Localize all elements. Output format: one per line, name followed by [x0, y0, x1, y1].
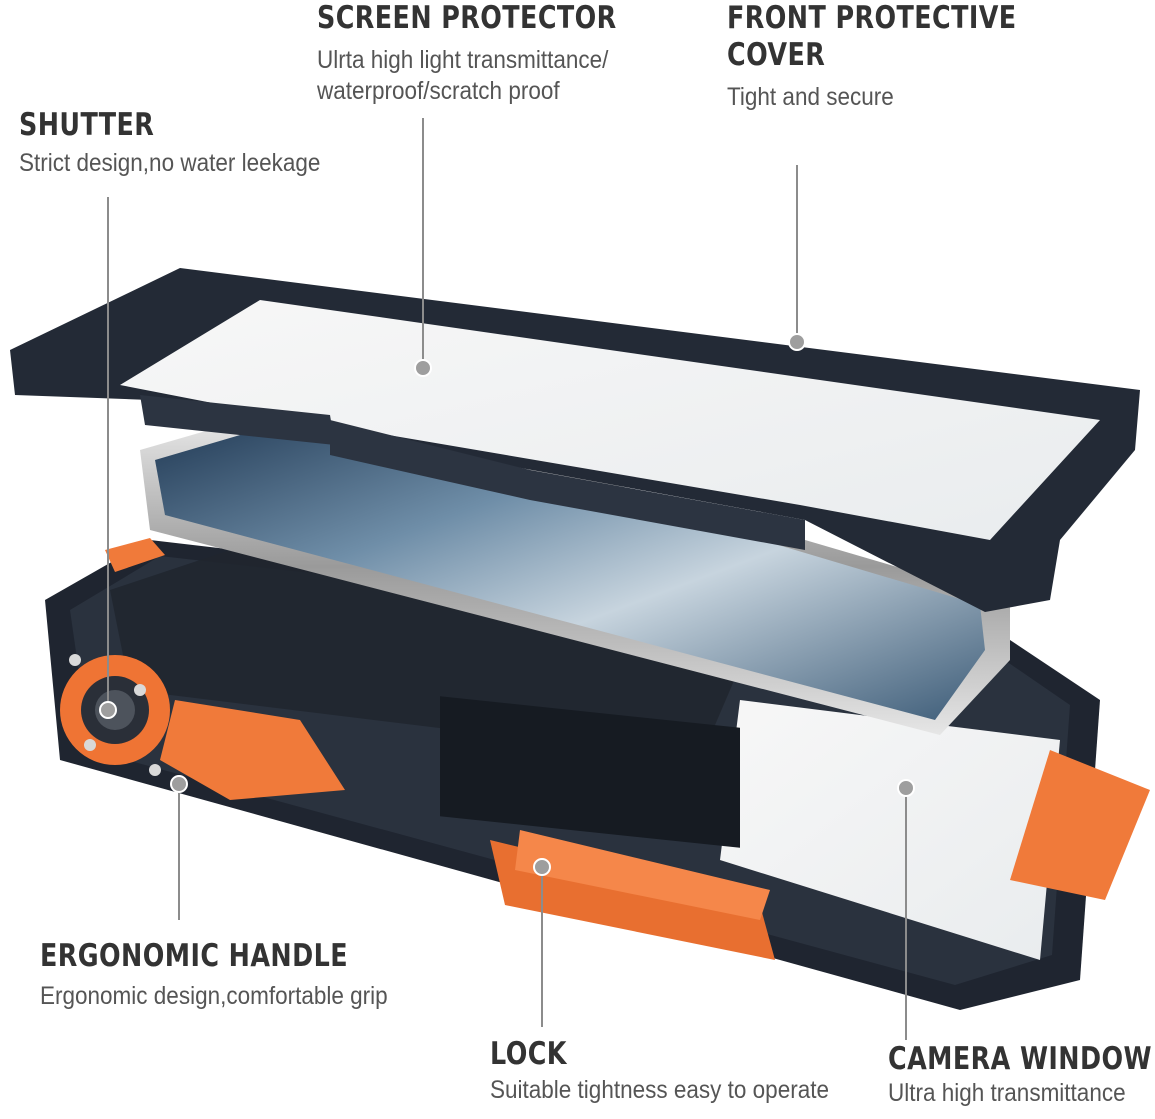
label-ergonomic-handle: ERGONOMIC HANDLE Ergonomic design,comfor…	[40, 938, 426, 1012]
lock-desc: Suitable tightness easy to operate	[490, 1076, 829, 1105]
latches	[105, 538, 1150, 960]
front-frame	[10, 268, 1140, 612]
camera-window-desc: Ultra high transmittance	[888, 1079, 1126, 1108]
shutter-desc: Strict design,no water leekage	[19, 149, 321, 178]
label-camera-window: CAMERA WINDOW Ultra high transmittance	[888, 1041, 1155, 1109]
front-cover-title-2: COVER	[727, 37, 826, 74]
phone	[140, 398, 1010, 735]
leader-lines	[107, 118, 907, 1040]
screen-protector-desc-2: waterproof/scratch proof	[317, 76, 560, 105]
label-front-cover: FRONT PROTECTIVE COVER Tight and secure	[727, 0, 1080, 113]
screen-protector-title: SCREEN PROTECTOR	[317, 0, 617, 36]
shutter-title: SHUTTER	[19, 107, 155, 143]
leader-dots	[99, 333, 915, 876]
label-shutter: SHUTTER Strict design,no water leekage	[19, 107, 354, 179]
label-screen-protector: SCREEN PROTECTOR Ulrta high light transm…	[317, 0, 682, 106]
camera-window-title: CAMERA WINDOW	[888, 1041, 1152, 1077]
ergonomic-handle-desc: Ergonomic design,comfortable grip	[40, 982, 388, 1011]
front-cover-desc: Tight and secure	[727, 83, 894, 112]
ergonomic-handle-title: ERGONOMIC HANDLE	[40, 938, 349, 974]
front-cover-title-1: FRONT PROTECTIVE	[727, 0, 1017, 36]
label-lock: LOCK Suitable tightness easy to operate	[490, 1036, 867, 1106]
screen-protector-desc-1: Ulrta high light transmittance/	[317, 46, 609, 75]
lock-title: LOCK	[490, 1036, 567, 1072]
